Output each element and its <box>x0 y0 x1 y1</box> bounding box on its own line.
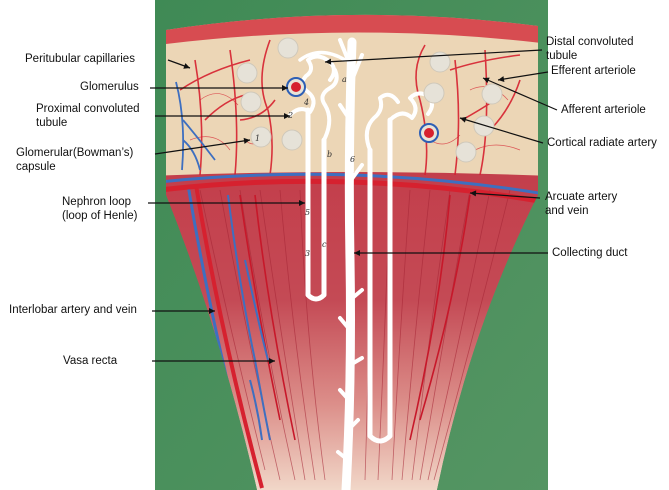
arrowhead-cortical-radiate <box>460 116 467 123</box>
model-letter-b: b <box>327 150 332 159</box>
label-efferent-arteriole: Efferent arteriole <box>551 65 636 77</box>
arrowhead-pct <box>284 113 290 119</box>
arrowhead-vasa-recta <box>269 358 275 364</box>
model-number-2: 2 <box>287 111 293 120</box>
model-letter-a: a <box>342 75 347 84</box>
arrowhead-glomerulus <box>282 85 288 91</box>
pointer-efferent <box>497 71 549 81</box>
label-distal-convoluted-tubule: Distal convoluted tubule <box>546 36 634 62</box>
interlobar-artery <box>194 184 264 489</box>
arrowhead-interlobar <box>209 308 215 314</box>
pointer-cortical-radiate <box>459 117 544 144</box>
arrowhead-peritubular <box>183 63 190 69</box>
arrowhead-arcuate <box>470 190 477 197</box>
label-collecting-duct: Collecting duct <box>552 247 628 259</box>
arrowhead-efferent <box>498 76 505 83</box>
pointer-dct <box>324 49 543 63</box>
model-number-4: 4 <box>303 98 309 107</box>
pointer-arcuate <box>469 192 541 199</box>
model-letter-c: c <box>322 240 327 249</box>
arrowhead-bowman <box>243 137 250 144</box>
renal-corpuscles <box>236 37 503 163</box>
glomeruli <box>286 77 439 143</box>
label-bowmans-capsule: Glomerular(Bowman’s) capsule <box>16 147 134 173</box>
label-nephron-loop: Nephron loop (loop of Henle) <box>62 196 138 222</box>
label-interlobar-artery-vein: Interlobar artery and vein <box>9 304 137 316</box>
model-number-6: 6 <box>350 155 355 164</box>
label-cortical-radiate-artery: Cortical radiate artery <box>547 137 657 149</box>
medullary-vessels <box>239 194 471 441</box>
arrowhead-dct <box>325 58 332 65</box>
arrowhead-collecting-duct <box>354 250 360 256</box>
pointer-afferent <box>482 77 558 111</box>
label-afferent-arteriole: Afferent arteriole <box>561 104 646 116</box>
pointer-bowman <box>154 139 251 155</box>
label-proximal-convoluted-tubule: Proximal convoluted tubule <box>36 103 140 129</box>
arrowhead-henle <box>299 200 305 206</box>
model-number-5: 5 <box>305 208 310 217</box>
label-glomerulus: Glomerulus <box>80 81 139 93</box>
collecting-duct-shape <box>336 37 364 490</box>
model-number-3: 3 <box>305 249 310 258</box>
label-arcuate-artery-vein: Arcuate artery and vein <box>545 191 618 217</box>
pointer-lines <box>148 49 558 364</box>
arrowhead-afferent <box>483 77 490 84</box>
label-peritubular-capillaries: Peritubular capillaries <box>25 53 135 65</box>
model-number-1: 1 <box>255 134 260 143</box>
label-vasa-recta: Vasa recta <box>63 355 118 367</box>
vasa-recta-vessels <box>227 194 271 441</box>
